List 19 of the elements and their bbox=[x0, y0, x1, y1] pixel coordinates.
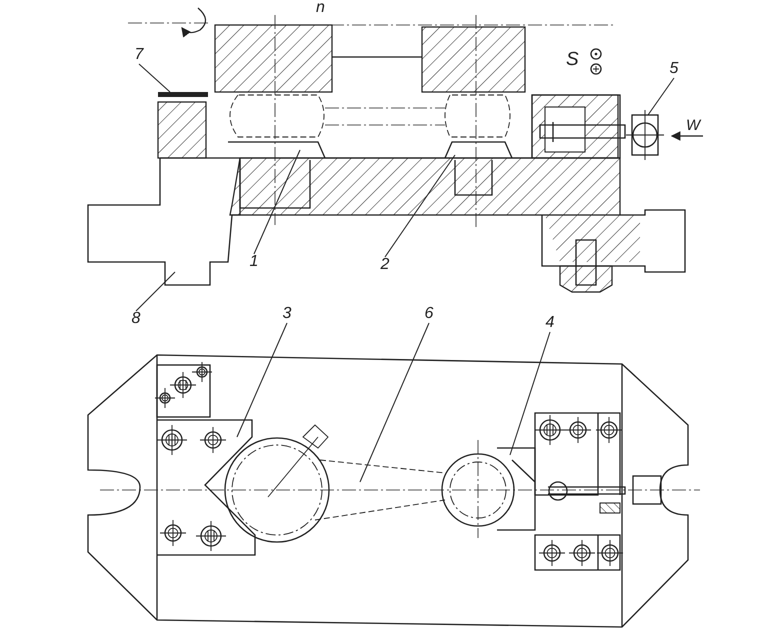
symbol-label: S bbox=[566, 50, 579, 69]
symbol-label: n bbox=[316, 0, 325, 16]
leader-line bbox=[384, 154, 456, 258]
leader-line bbox=[236, 322, 288, 438]
leader-line bbox=[136, 272, 176, 312]
callout-number: 2 bbox=[379, 256, 391, 274]
callout-number: 7 bbox=[133, 46, 145, 64]
leader-line bbox=[510, 332, 550, 456]
callout-number: 5 bbox=[668, 60, 680, 78]
callout-number: 8 bbox=[130, 310, 142, 328]
leader-line bbox=[648, 78, 674, 116]
leader-line bbox=[254, 150, 300, 254]
callout-number: 6 bbox=[423, 305, 435, 323]
callout-number: 1 bbox=[248, 253, 260, 271]
callout-number: 3 bbox=[281, 305, 293, 323]
leader-line bbox=[360, 322, 430, 482]
callout-number: 4 bbox=[544, 314, 556, 332]
leader-line bbox=[138, 64, 170, 92]
symbol-label: W bbox=[686, 118, 700, 133]
